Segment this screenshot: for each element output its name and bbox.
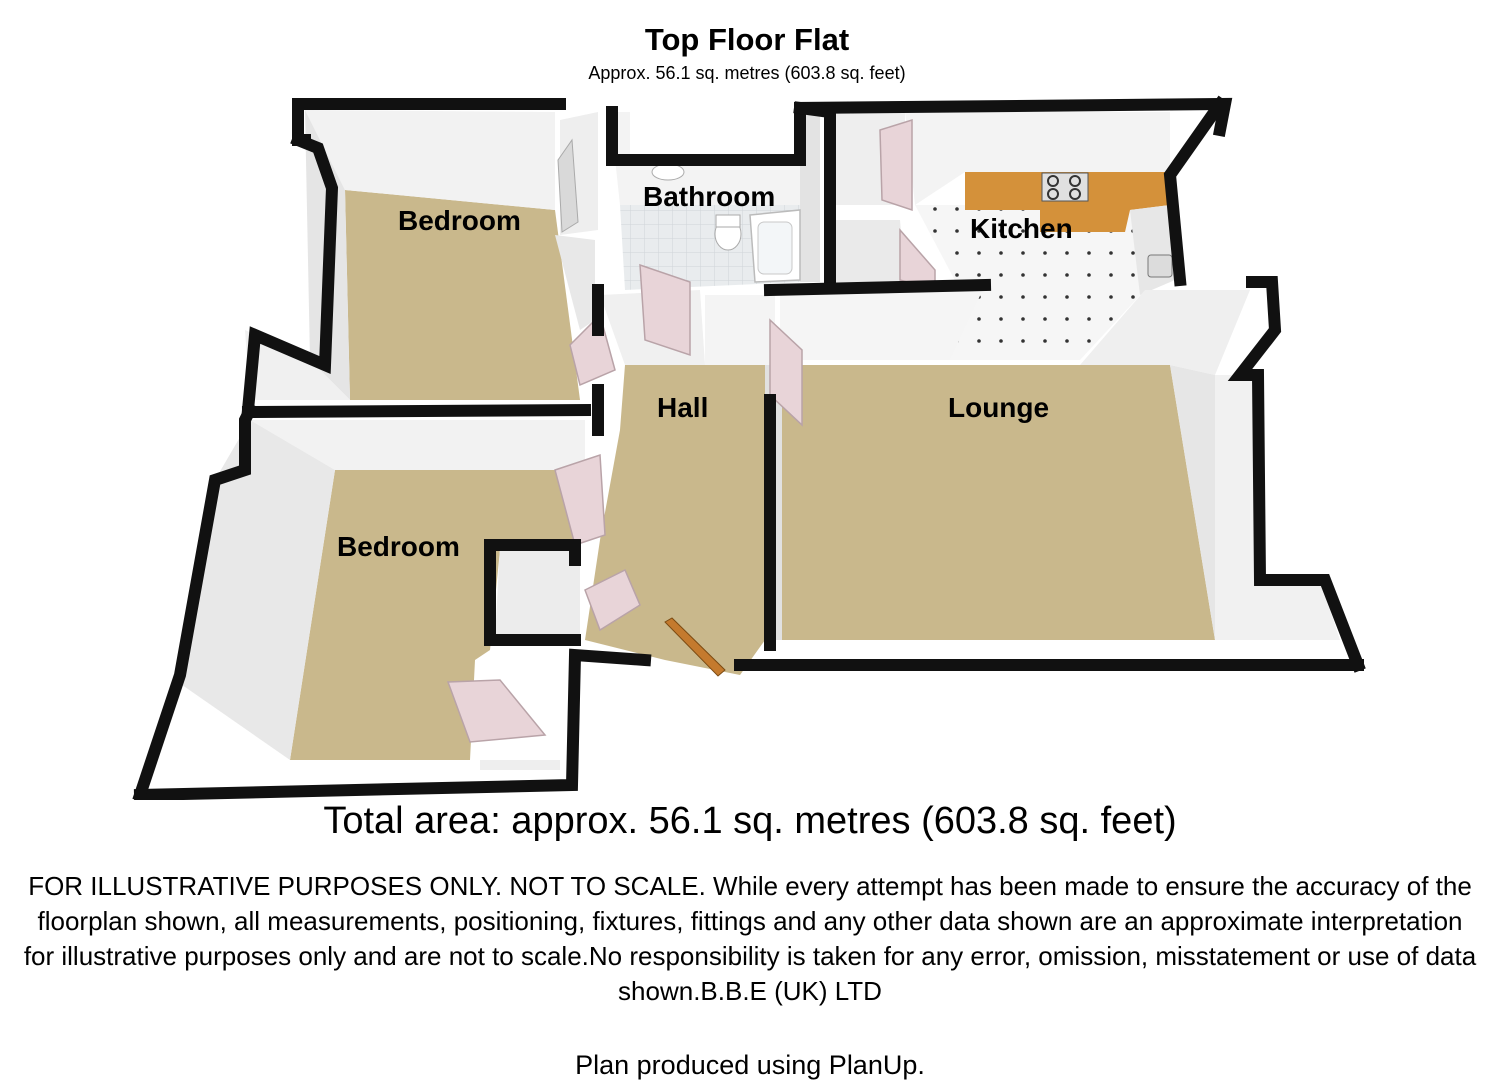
- disclaimer: FOR ILLUSTRATIVE PURPOSES ONLY. NOT TO S…: [23, 871, 1477, 1006]
- room-label-kitchen: Kitchen: [970, 213, 1073, 244]
- door-bedroom2: [554, 453, 606, 546]
- room-label-hall: Hall: [657, 392, 708, 423]
- bedroom-1-floor: [345, 190, 580, 400]
- room-label-lounge: Lounge: [948, 392, 1049, 423]
- floor-plan: Bedroom Bathroom Kitchen Hall Lounge Bed…: [132, 95, 1366, 800]
- room-label-bathroom: Bathroom: [643, 181, 775, 212]
- door-kitchen-1: [879, 118, 913, 212]
- door-hall-bathroom: [639, 263, 691, 357]
- plan-title: Top Floor Flat: [644, 22, 850, 57]
- kitchen-worktop: [965, 172, 1170, 232]
- total-area: Total area: approx. 56.1 sq. metres (603…: [323, 800, 1177, 842]
- room-label-bedroom-1: Bedroom: [398, 205, 521, 236]
- room-label-bedroom-2: Bedroom: [337, 531, 460, 562]
- lounge-floor: [780, 365, 1215, 640]
- plan-subtitle: Approx. 56.1 sq. metres (603.8 sq. feet): [588, 63, 906, 83]
- sink-icon: [1147, 254, 1173, 278]
- wall-tops: [132, 95, 1366, 800]
- door-wardrobe: [446, 679, 547, 743]
- door-lounge: [769, 318, 803, 427]
- producer-credit: Plan produced using PlanUp.: [575, 1050, 925, 1080]
- door-cupboard: [584, 568, 641, 632]
- kitchen-floor: [915, 205, 1145, 360]
- front-door: [664, 617, 726, 677]
